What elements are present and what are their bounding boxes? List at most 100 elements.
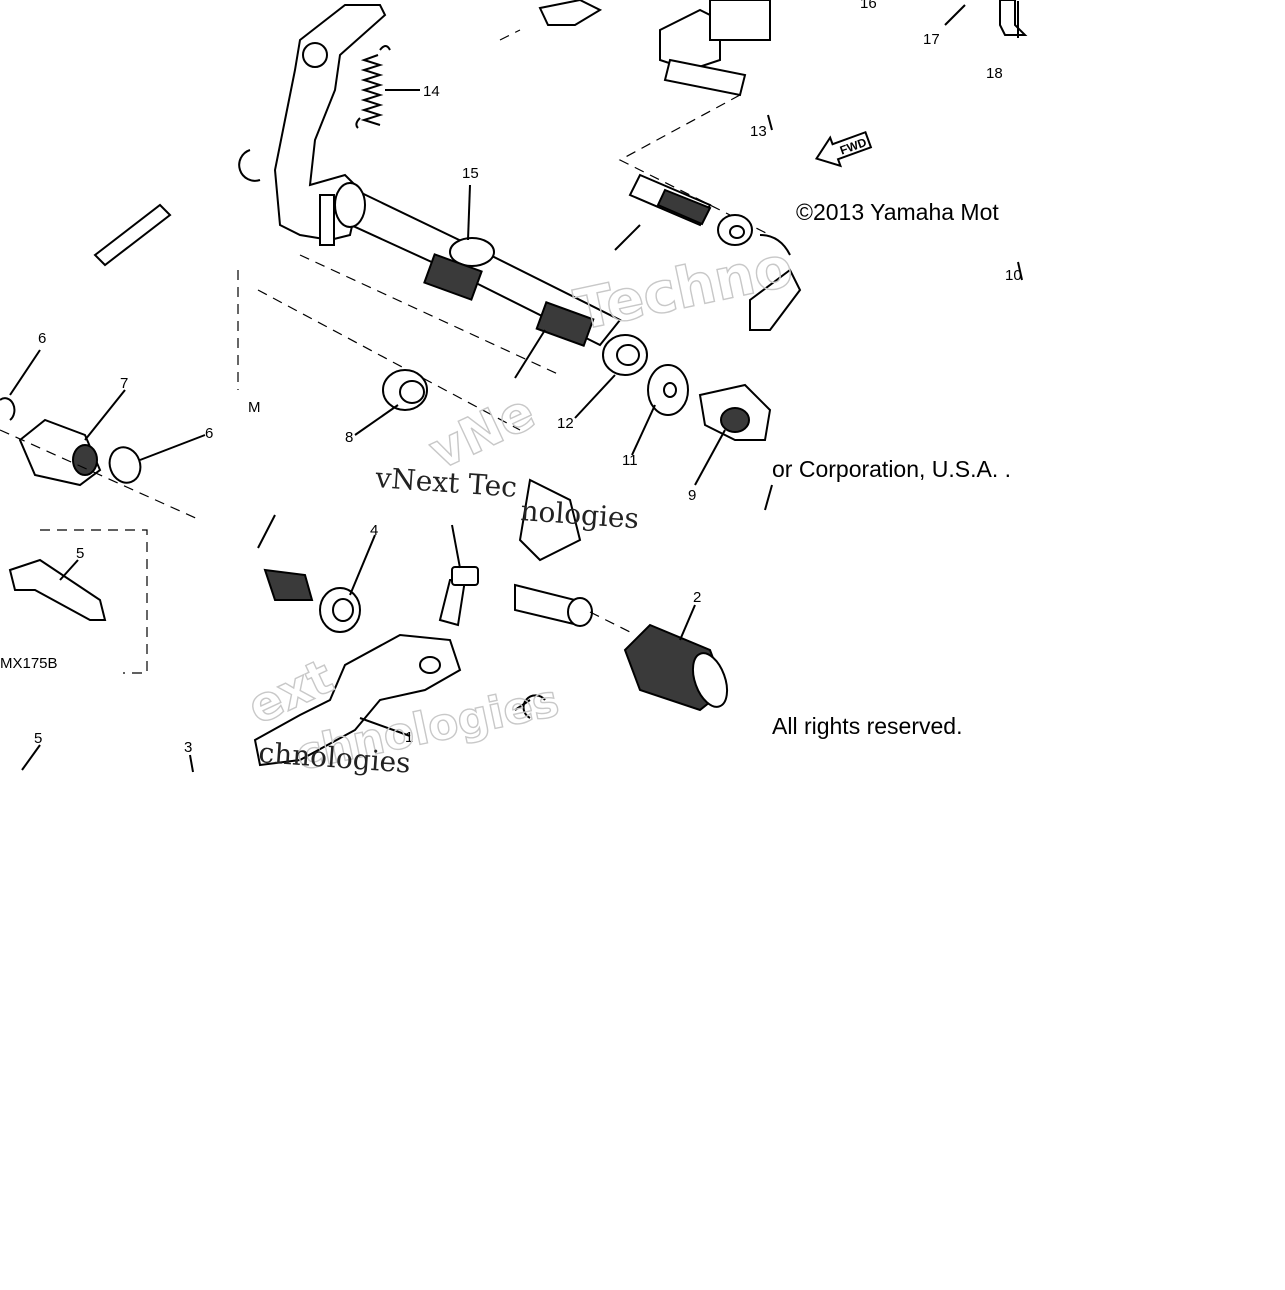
shaft-washer-15 xyxy=(449,237,495,267)
collar-8-bore xyxy=(399,380,425,404)
callout-17: 17 xyxy=(923,31,940,48)
panel-pedal-rubber xyxy=(514,478,729,719)
inset-frame xyxy=(40,529,148,674)
callout-18: 18 xyxy=(986,65,1003,82)
leader-11 xyxy=(631,404,656,456)
panel-shift-pedal xyxy=(253,514,479,767)
bushing-7-bore xyxy=(72,444,98,476)
lever-fragment xyxy=(93,203,172,267)
callout-12: 12 xyxy=(557,415,574,432)
circlip xyxy=(238,149,261,182)
panel-top-right: FWD xyxy=(499,0,1028,511)
guide-line xyxy=(0,429,201,521)
e-clip xyxy=(522,694,546,719)
callout-1: 1 xyxy=(405,729,413,746)
callout-3: 3 xyxy=(184,739,192,756)
pivot-bolt-5 xyxy=(8,558,107,621)
leader-6a xyxy=(9,349,41,396)
callout-4: 4 xyxy=(370,522,378,539)
shift-drum xyxy=(709,0,771,41)
callout-8: 8 xyxy=(345,429,353,446)
guide-line xyxy=(299,254,561,376)
leader-bolt xyxy=(451,524,461,569)
linkage-curve xyxy=(759,234,791,256)
callout-5a: 5 xyxy=(76,545,84,562)
watermark-nologies: nologies xyxy=(520,494,641,535)
spline-2 xyxy=(535,301,595,347)
callout-7: 7 xyxy=(120,375,128,392)
pedal-end xyxy=(518,478,582,562)
guide-line xyxy=(589,611,631,633)
return-spring xyxy=(355,45,391,129)
leader-15 xyxy=(467,184,471,241)
leader-shaft xyxy=(514,329,546,379)
shift-cam xyxy=(659,8,721,72)
copyright-line-1: ©2013 Yamaha Mot xyxy=(796,199,999,225)
shaft-collar xyxy=(334,182,366,228)
leader-8 xyxy=(354,404,399,436)
callout-2: 2 xyxy=(693,589,701,606)
leader-3 xyxy=(189,754,194,773)
circlip-6-left xyxy=(0,397,16,421)
guide-line xyxy=(257,289,521,431)
part-18 xyxy=(999,0,1028,36)
arm-pivot-hole xyxy=(302,42,328,68)
seal-12-bore xyxy=(616,344,640,366)
model-code-label: MX175B xyxy=(0,655,58,672)
guide-line xyxy=(499,29,521,41)
pinch-bolt-head xyxy=(451,566,479,586)
leader-13 xyxy=(767,114,773,131)
leader-9 xyxy=(694,429,726,486)
panel-shift-shaft xyxy=(237,4,622,436)
arm-tab xyxy=(319,194,335,246)
leader-16 xyxy=(614,224,641,251)
callout-labels: 14 15 16 17 18 13 10 6 7 6 8 12 11 9 M 5… xyxy=(0,0,1022,756)
callout-9: 9 xyxy=(688,487,696,504)
leader-17 xyxy=(944,4,966,26)
peg-shaft-end xyxy=(567,597,593,627)
leader-6b xyxy=(139,434,206,461)
nut-hole xyxy=(729,225,745,239)
bushing-9-bore xyxy=(720,407,750,433)
seal-4-bore xyxy=(332,598,354,622)
callout-10: 10 xyxy=(1005,267,1022,284)
leader-10 xyxy=(1017,261,1023,281)
shift-pedal-arm xyxy=(253,633,462,767)
guide-line xyxy=(618,94,771,236)
callout-14: 14 xyxy=(423,83,440,100)
callout-6b: 6 xyxy=(205,425,213,442)
callout-11: 11 xyxy=(622,452,638,469)
leader-far xyxy=(764,484,773,511)
leader-5a xyxy=(59,559,79,581)
linkage xyxy=(749,268,802,331)
fwd-arrow: FWD xyxy=(814,130,873,168)
leader-7 xyxy=(84,389,126,441)
footpeg-rubber-end xyxy=(691,652,729,708)
arm-end xyxy=(538,0,603,26)
clip-leader xyxy=(514,699,531,711)
ring-6 xyxy=(108,446,142,484)
copyright-line-3: All rights reserved. xyxy=(772,713,962,739)
leader-1 xyxy=(359,717,411,737)
pinch-bolt xyxy=(438,579,467,627)
copyright-block: ©2013 Yamaha Mot or Corporation, U.S.A. … xyxy=(772,199,1011,739)
leader-2 xyxy=(679,604,696,641)
leader-left xyxy=(257,514,276,549)
leader-5b xyxy=(21,744,41,771)
callout-5b: 5 xyxy=(34,730,42,747)
bolt-thread xyxy=(656,188,712,226)
panel-left xyxy=(0,203,206,773)
pedal-clamp-hole xyxy=(419,656,441,674)
callout-13: 13 xyxy=(750,123,767,140)
callout-15: 15 xyxy=(462,165,479,182)
callout-M: M xyxy=(248,399,261,416)
washer-11-hole xyxy=(663,382,677,398)
leader-12 xyxy=(574,374,616,419)
callout-6a: 6 xyxy=(38,330,46,347)
watermark-vne: vNe xyxy=(421,383,544,481)
callout-16: 16 xyxy=(860,0,877,12)
copyright-line-2: or Corporation, U.S.A. . xyxy=(772,456,1011,482)
spline-collar xyxy=(263,568,314,601)
